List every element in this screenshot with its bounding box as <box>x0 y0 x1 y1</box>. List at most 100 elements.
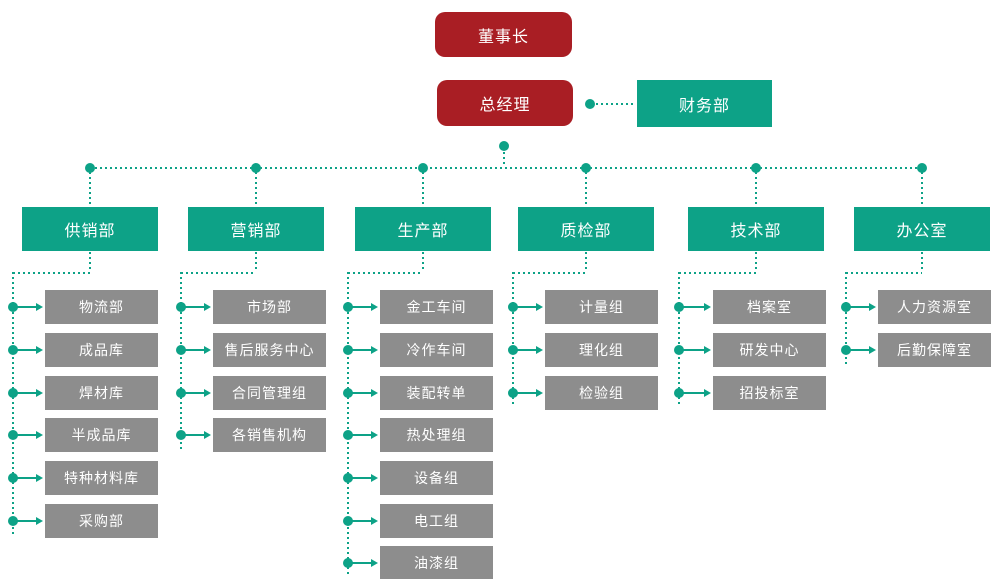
sub-arrow-head-icon <box>36 517 43 525</box>
sub-arrow-line <box>17 306 37 308</box>
main-branch-line <box>90 167 922 169</box>
elbow-stub-line <box>921 252 923 272</box>
branch-drop-line <box>921 172 923 205</box>
sub-connector-dot <box>508 388 518 398</box>
sub-connector-dot <box>508 302 518 312</box>
sub-connector-dot <box>674 345 684 355</box>
sub-department-box: 油漆组 <box>380 546 493 579</box>
sub-department-box: 电工组 <box>380 504 493 538</box>
branch-drop-line <box>255 172 257 205</box>
sub-connector-dot <box>8 345 18 355</box>
sub-department-box: 物流部 <box>45 290 158 324</box>
sub-arrow-line <box>352 562 372 564</box>
elbow-stub-line <box>422 252 424 272</box>
sub-arrow-head-icon <box>869 346 876 354</box>
department-box: 办公室 <box>854 207 990 251</box>
sub-connector-dot <box>343 473 353 483</box>
sub-connector-dot <box>176 345 186 355</box>
department-box: 营销部 <box>188 207 324 251</box>
elbow-horizontal-line <box>348 272 423 274</box>
sub-arrow-line <box>185 349 205 351</box>
gm-finance-connector-dot <box>585 99 595 109</box>
sub-department-box: 档案室 <box>713 290 826 324</box>
sub-arrow-head-icon <box>704 303 711 311</box>
sub-spine-line <box>678 272 680 407</box>
sub-arrow-head-icon <box>204 346 211 354</box>
department-box: 供销部 <box>22 207 158 251</box>
sub-spine-line <box>12 272 14 535</box>
sub-arrow-head-icon <box>36 303 43 311</box>
sub-department-box: 检验组 <box>545 376 658 410</box>
sub-arrow-head-icon <box>704 389 711 397</box>
sub-department-box: 后勤保障室 <box>878 333 991 367</box>
gm-branch-dot <box>499 141 509 151</box>
elbow-horizontal-line <box>13 272 90 274</box>
sub-department-box: 计量组 <box>545 290 658 324</box>
elbow-stub-line <box>755 252 757 272</box>
sub-arrow-head-icon <box>204 431 211 439</box>
branch-drop-line <box>755 172 757 205</box>
sub-arrow-head-icon <box>36 431 43 439</box>
sub-arrow-line <box>517 349 537 351</box>
sub-spine-line <box>180 272 182 449</box>
sub-arrow-line <box>185 434 205 436</box>
sub-arrow-line <box>17 520 37 522</box>
sub-arrow-line <box>352 434 372 436</box>
elbow-horizontal-line <box>513 272 586 274</box>
sub-arrow-head-icon <box>371 303 378 311</box>
sub-department-box: 合同管理组 <box>213 376 326 410</box>
sub-spine-line <box>845 272 847 364</box>
branch-drop-line <box>585 172 587 205</box>
sub-arrow-line <box>17 392 37 394</box>
department-box: 质检部 <box>518 207 654 251</box>
sub-arrow-line <box>17 349 37 351</box>
sub-department-box: 采购部 <box>45 504 158 538</box>
sub-arrow-line <box>517 306 537 308</box>
sub-arrow-head-icon <box>536 389 543 397</box>
sub-arrow-line <box>683 349 705 351</box>
sub-arrow-line <box>850 349 870 351</box>
sub-arrow-line <box>683 392 705 394</box>
sub-arrow-line <box>352 306 372 308</box>
gm-branch-drop-line <box>503 152 505 167</box>
sub-department-box: 各销售机构 <box>213 418 326 452</box>
sub-connector-dot <box>176 302 186 312</box>
finance-department-box: 财务部 <box>637 80 772 127</box>
sub-arrow-head-icon <box>371 346 378 354</box>
sub-connector-dot <box>343 388 353 398</box>
elbow-horizontal-line <box>846 272 922 274</box>
general-manager-box: 总经理 <box>437 80 573 126</box>
sub-department-box: 售后服务中心 <box>213 333 326 367</box>
sub-connector-dot <box>8 388 18 398</box>
sub-connector-dot <box>343 302 353 312</box>
sub-connector-dot <box>841 345 851 355</box>
sub-department-box: 热处理组 <box>380 418 493 452</box>
sub-connector-dot <box>343 516 353 526</box>
elbow-stub-line <box>585 252 587 272</box>
sub-department-box: 焊材库 <box>45 376 158 410</box>
sub-arrow-head-icon <box>36 474 43 482</box>
sub-arrow-line <box>17 477 37 479</box>
sub-spine-line <box>347 272 349 577</box>
sub-department-box: 招投标室 <box>713 376 826 410</box>
sub-arrow-head-icon <box>36 389 43 397</box>
sub-arrow-head-icon <box>36 346 43 354</box>
sub-arrow-line <box>517 392 537 394</box>
sub-arrow-head-icon <box>371 517 378 525</box>
sub-arrow-head-icon <box>371 389 378 397</box>
sub-arrow-line <box>185 306 205 308</box>
sub-arrow-line <box>683 306 705 308</box>
branch-drop-line <box>89 172 91 205</box>
sub-connector-dot <box>176 430 186 440</box>
sub-connector-dot <box>343 345 353 355</box>
sub-connector-dot <box>8 473 18 483</box>
sub-arrow-line <box>352 477 372 479</box>
sub-arrow-head-icon <box>371 431 378 439</box>
sub-department-box: 理化组 <box>545 333 658 367</box>
sub-arrow-head-icon <box>371 559 378 567</box>
sub-arrow-head-icon <box>204 303 211 311</box>
branch-dot <box>418 163 428 173</box>
branch-dot <box>251 163 261 173</box>
sub-connector-dot <box>508 345 518 355</box>
